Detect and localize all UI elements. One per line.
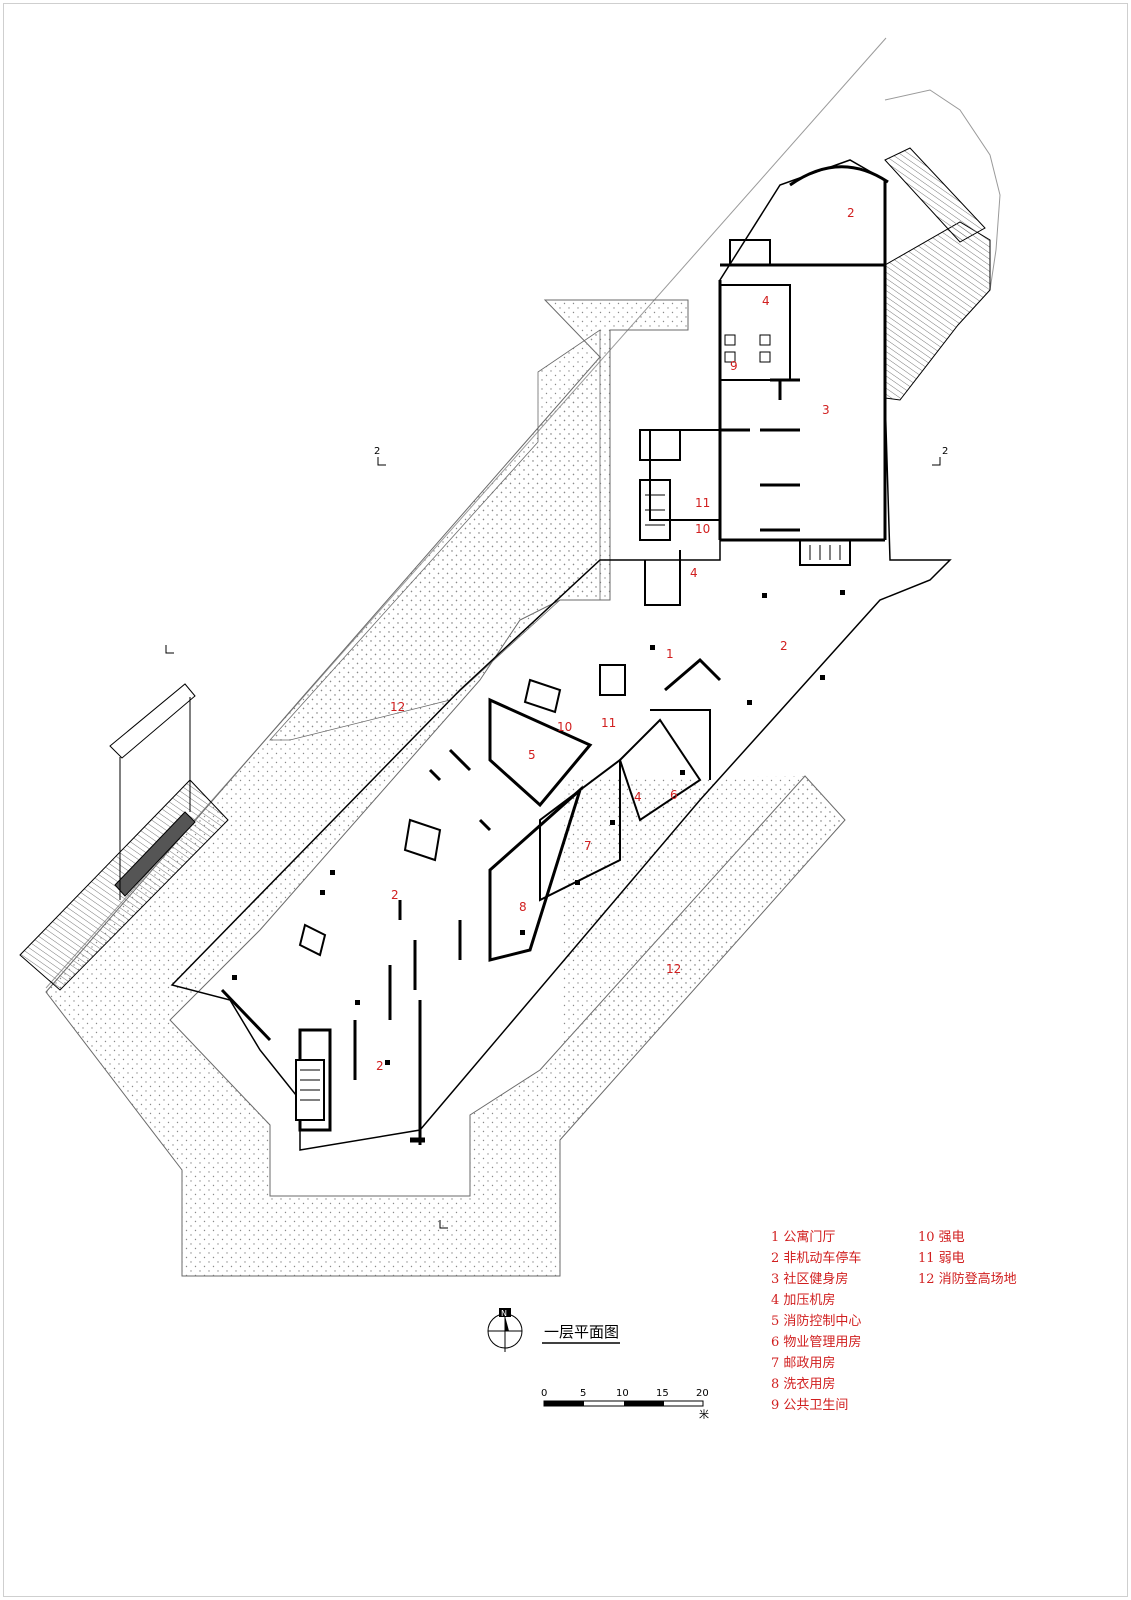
room-labels: 2 4 9 3 11 10 4 1 2 12 10 11 5 6 4 7 8 2… bbox=[376, 206, 855, 1073]
room-label-9: 9 bbox=[730, 359, 738, 373]
fire-access-area bbox=[45, 299, 846, 1277]
room-label-11-core: 11 bbox=[695, 496, 710, 510]
entrance-ramp bbox=[884, 147, 991, 401]
section-mark-left: 2 bbox=[374, 446, 380, 457]
toilet-fixtures bbox=[724, 334, 771, 363]
stair-cores bbox=[295, 239, 851, 1121]
scale-tick-10: 10 bbox=[616, 1388, 629, 1399]
scale-tick-20: 20 bbox=[696, 1388, 709, 1399]
legend-item-5: 5 消防控制中心 bbox=[771, 1313, 861, 1329]
room-label-2-south: 2 bbox=[376, 1059, 384, 1073]
room-label-2-north: 2 bbox=[847, 206, 855, 220]
columns bbox=[232, 590, 845, 1065]
scale-tick-15: 15 bbox=[656, 1388, 669, 1399]
legend-item-12: 12 消防登高场地 bbox=[918, 1271, 1017, 1287]
room-label-10: 10 bbox=[557, 720, 572, 734]
north-label: N bbox=[501, 1309, 507, 1318]
legend-item-1: 1 公寓门厅 bbox=[771, 1229, 835, 1245]
section-marks bbox=[165, 457, 941, 1229]
legend-item-2: 2 非机动车停车 bbox=[771, 1250, 861, 1266]
room-label-4-core: 4 bbox=[690, 566, 698, 580]
scale-unit: 米 bbox=[699, 1408, 709, 1421]
legend-item-9: 9 公共卫生间 bbox=[771, 1398, 848, 1413]
room-label-3: 3 bbox=[822, 403, 830, 417]
legend-item-4: 4 加压机房 bbox=[771, 1292, 835, 1308]
legend-item-8: 8 洗衣用房 bbox=[771, 1376, 835, 1392]
drawing-title: 一层平面图 bbox=[544, 1323, 619, 1341]
scale-bar: 0 5 10 15 20 米 bbox=[541, 1388, 709, 1421]
legend-item-11: 11 弱电 bbox=[918, 1251, 965, 1266]
room-label-11: 11 bbox=[601, 716, 616, 730]
scale-tick-5: 5 bbox=[580, 1388, 586, 1399]
room-label-6: 6 bbox=[670, 788, 678, 802]
legend-item-10: 10 强电 bbox=[918, 1230, 965, 1245]
room-label-8: 8 bbox=[519, 900, 527, 914]
legend-item-6: 6 物业管理用房 bbox=[771, 1334, 861, 1350]
canopy-structure bbox=[19, 683, 229, 991]
legend: 1 公寓门厅 2 非机动车停车 3 社区健身房 4 加压机房 5 消防控制中心 … bbox=[771, 1229, 1017, 1413]
room-label-2-east: 2 bbox=[780, 639, 788, 653]
room-label-12-west: 12 bbox=[390, 700, 405, 714]
room-label-4-north: 4 bbox=[762, 294, 770, 308]
legend-item-7: 7 邮政用房 bbox=[771, 1355, 835, 1371]
section-mark-right: 2 bbox=[942, 446, 948, 457]
room-label-7: 7 bbox=[584, 839, 592, 853]
scale-tick-0: 0 bbox=[541, 1388, 547, 1399]
room-label-12-east: 12 bbox=[666, 962, 681, 976]
room-label-2-west: 2 bbox=[391, 888, 399, 902]
north-arrow-icon bbox=[487, 1308, 523, 1352]
room-label-4-south: 4 bbox=[634, 790, 642, 804]
room-label-10-core: 10 bbox=[695, 522, 710, 536]
drawing-sheet bbox=[3, 3, 1128, 1597]
room-label-1: 1 bbox=[666, 647, 674, 661]
partitions bbox=[353, 378, 800, 1080]
legend-item-3: 3 社区健身房 bbox=[771, 1271, 848, 1287]
room-label-5: 5 bbox=[528, 748, 536, 762]
